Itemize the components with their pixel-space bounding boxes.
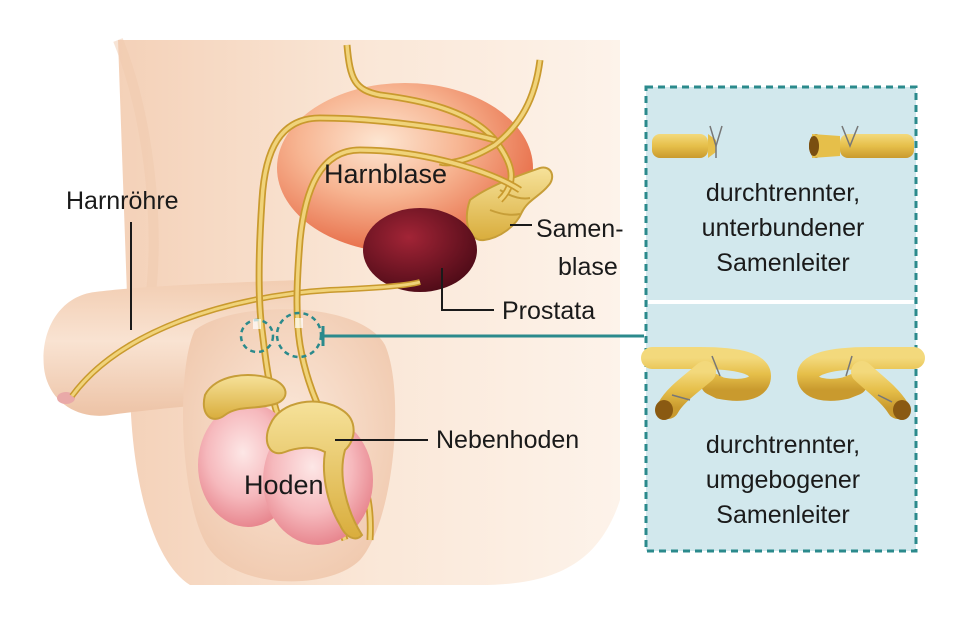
seminal-vesicle-organ [465,166,554,242]
urethra-tube [69,279,421,398]
label-samenblase-line1: Samen- [536,215,624,243]
ligated-vas-illustration [652,125,914,158]
connector-line [321,326,644,346]
explanation-panel [644,85,918,553]
label-prostata: Prostata [502,297,596,325]
panel-bottom-caption: durchtrennter, umgebogener Samenleiter [656,428,910,533]
panel-bottom-line-2: umgebogener [705,466,861,494]
panel-top-line-3: Samenleiter [716,249,850,277]
panel-top-line-1: durchtrennter, [705,179,861,207]
label-nebenhoden: Nebenhoden [436,426,580,454]
panel-bottom-line-1: durchtrennter, [705,431,861,459]
testis-right [263,400,373,545]
panel-top-caption: durchtrennter, unterbundener Samenleiter [656,176,910,281]
leader-lines [130,222,532,441]
label-hoden: Hoden [244,470,324,500]
panel-top-line-2: unterbundener [701,214,865,242]
panel-bottom-line-3: Samenleiter [716,501,850,529]
prostate-organ [363,208,477,292]
label-harnblase: Harnblase [324,159,448,189]
label-samenblase-line2: blase [558,253,618,281]
label-harnroehre: Harnröhre [66,187,179,215]
folded-vas-illustration [641,347,925,420]
vasectomy-site-markers [239,311,323,359]
